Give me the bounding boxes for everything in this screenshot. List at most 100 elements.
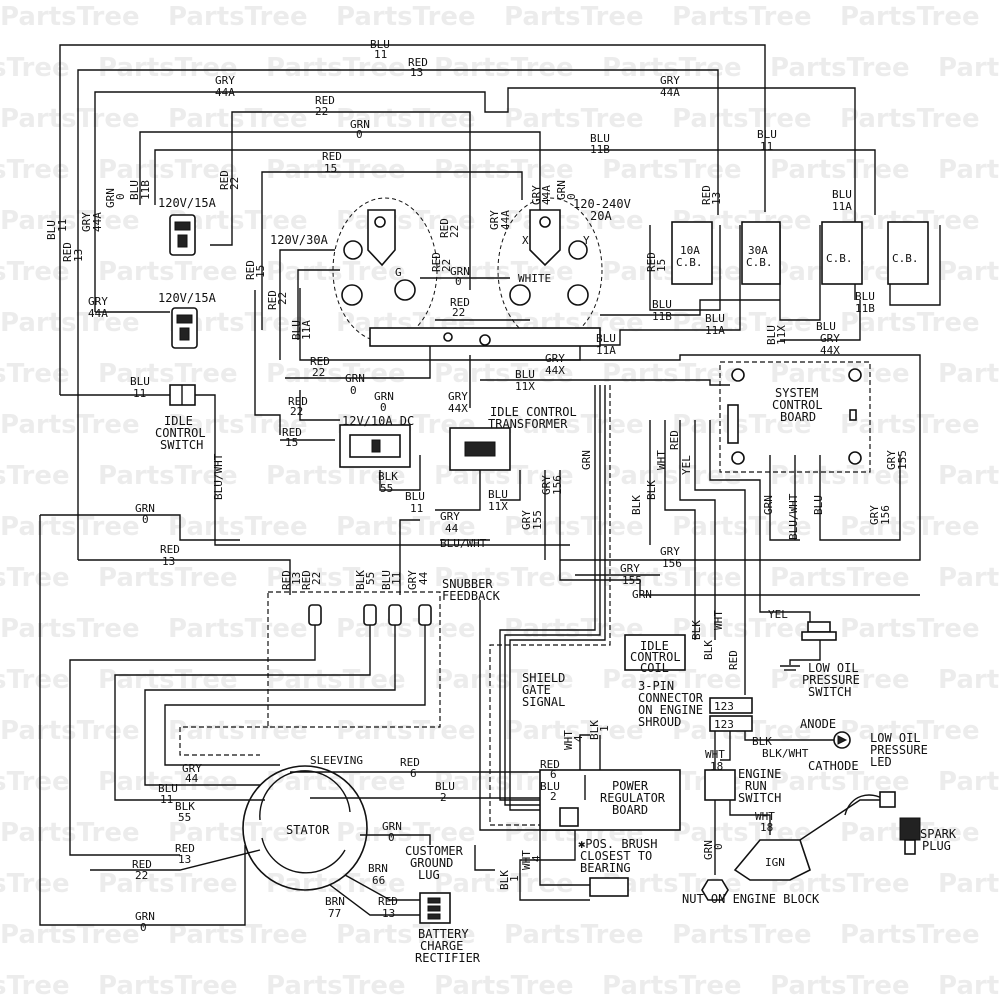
label-blu: BLU	[45, 220, 58, 240]
sleeving-outline	[267, 591, 441, 728]
label-22: 22	[276, 292, 289, 305]
label-66: 66	[372, 874, 385, 887]
label-44a: 44A	[660, 86, 680, 99]
oil-led-label-3: LED	[870, 755, 892, 769]
label-44a: 44A	[215, 86, 235, 99]
label-0: 0	[350, 384, 357, 397]
watermark-text: PartsTree	[0, 53, 70, 83]
label-11a: 11A	[300, 320, 313, 340]
label-4: 4	[530, 855, 543, 862]
idle-coil-label-1: IDLE	[640, 639, 669, 653]
system-control-board	[719, 361, 871, 473]
customer-ground-lug	[474, 845, 495, 871]
label-grn: GRN	[374, 390, 394, 403]
breaker-30a	[741, 221, 781, 285]
label-grn: GRN	[345, 372, 365, 385]
label-0: 0	[356, 128, 363, 141]
label-red: RED	[540, 758, 560, 771]
low-oil-pressure-switch	[780, 621, 837, 671]
label-0: 0	[380, 401, 387, 414]
watermark-text: PartsTree	[770, 461, 910, 491]
watermark-text: PartsTree	[0, 2, 140, 32]
watermark-text: PartsTree	[98, 767, 238, 797]
label-red: RED	[280, 570, 293, 590]
watermark-text: PartsTree	[434, 257, 574, 287]
watermark-text: PartsTree	[602, 461, 742, 491]
label-red: RED	[288, 395, 308, 408]
watermark-text: PartsTree	[938, 257, 1000, 287]
label-red: RED	[408, 56, 428, 69]
label-grn: GRN	[135, 502, 155, 515]
label-15: 15	[254, 265, 267, 278]
vertical-wire-labels: BLU 11 RED 13 GRY 44A GRN 0 BLU 11B RED …	[45, 170, 909, 890]
label-156: 156	[662, 557, 682, 570]
watermark-text: PartsTree	[266, 971, 406, 1001]
label-blu: BLU	[855, 290, 875, 303]
outlet-120v-15a-top	[169, 214, 196, 256]
label-18: 18	[760, 821, 773, 834]
label-gry: GRY	[488, 210, 501, 230]
label-red: RED	[645, 252, 658, 272]
label-grn: GRN	[135, 910, 155, 923]
watermark-text: PartsTree	[672, 920, 812, 950]
watermark-text: PartsTree	[938, 53, 1000, 83]
watermark-text: PartsTree	[770, 155, 910, 185]
label-6: 6	[410, 767, 417, 780]
label-44a: 44A	[91, 212, 104, 232]
watermark-text: PartsTree	[98, 971, 238, 1001]
label-yel: YEL	[768, 608, 788, 621]
customer-ground-label-3: LUG	[418, 868, 440, 882]
idle-control-transformer	[449, 427, 511, 471]
label-gry: GRY	[540, 475, 553, 495]
label-red: RED	[430, 252, 443, 272]
outlet-120v-15a-bottom	[171, 307, 198, 349]
power-regulator-board	[539, 769, 681, 831]
label-blu: BLU	[596, 332, 616, 345]
outlet-120v-30a	[332, 197, 438, 343]
label-grn: GRN	[632, 588, 652, 601]
watermark-text: PartsTree	[98, 359, 238, 389]
watermark-text: PartsTree	[0, 206, 140, 236]
wire-paths	[39, 44, 941, 926]
outlet-12v-10a-dc	[339, 424, 411, 468]
label-22: 22	[452, 306, 465, 319]
label-gry: GRY	[406, 570, 419, 590]
label-gry: GRY	[660, 74, 680, 87]
label-blk: BLK	[175, 800, 195, 813]
oil-switch-label-3: SWITCH	[808, 685, 851, 699]
watermark-text: PartsTree	[840, 2, 980, 32]
label-44x: 44X	[448, 402, 468, 415]
label-red: RED	[175, 842, 195, 855]
label-grn: GRN	[104, 188, 117, 208]
watermark-text: PartsTree	[938, 563, 1000, 593]
watermark-text: PartsTree	[938, 155, 1000, 185]
label-156: 156	[879, 505, 892, 525]
watermark-text: PartsTree	[434, 869, 574, 899]
spark-plug-label-2: PLUG	[922, 839, 951, 853]
label-blk: BLK	[354, 570, 367, 590]
label-gry: GRY	[215, 74, 235, 87]
idle-coil-label-2: CONTROL	[630, 650, 681, 664]
label-15: 15	[655, 259, 668, 272]
terminal-x-label: X	[522, 234, 529, 247]
terminal-y-label: Y	[583, 234, 590, 247]
label-red: RED	[160, 543, 180, 556]
terminal-white-label: WHITE	[518, 272, 551, 285]
watermark-text: PartsTree	[840, 410, 980, 440]
breaker-cb-label: C.B.	[676, 256, 703, 269]
label-1: 1	[508, 875, 521, 882]
watermark-text: PartsTree	[336, 614, 476, 644]
watermark-text: PartsTree	[434, 359, 574, 389]
label-11b: 11B	[590, 143, 610, 156]
outlet-12v-dc-label: 12V/10A DC	[342, 414, 414, 428]
label-blu: BLU	[652, 298, 672, 311]
label-grn: GRN	[450, 265, 470, 278]
label-2: 2	[550, 790, 557, 803]
label-red: RED	[300, 570, 313, 590]
watermark-text: PartsTree	[0, 767, 70, 797]
label-brn: BRN	[368, 862, 388, 875]
watermark-text: PartsTree	[0, 614, 140, 644]
label-wht: WHT	[705, 748, 725, 761]
breaker-10a	[671, 221, 713, 285]
